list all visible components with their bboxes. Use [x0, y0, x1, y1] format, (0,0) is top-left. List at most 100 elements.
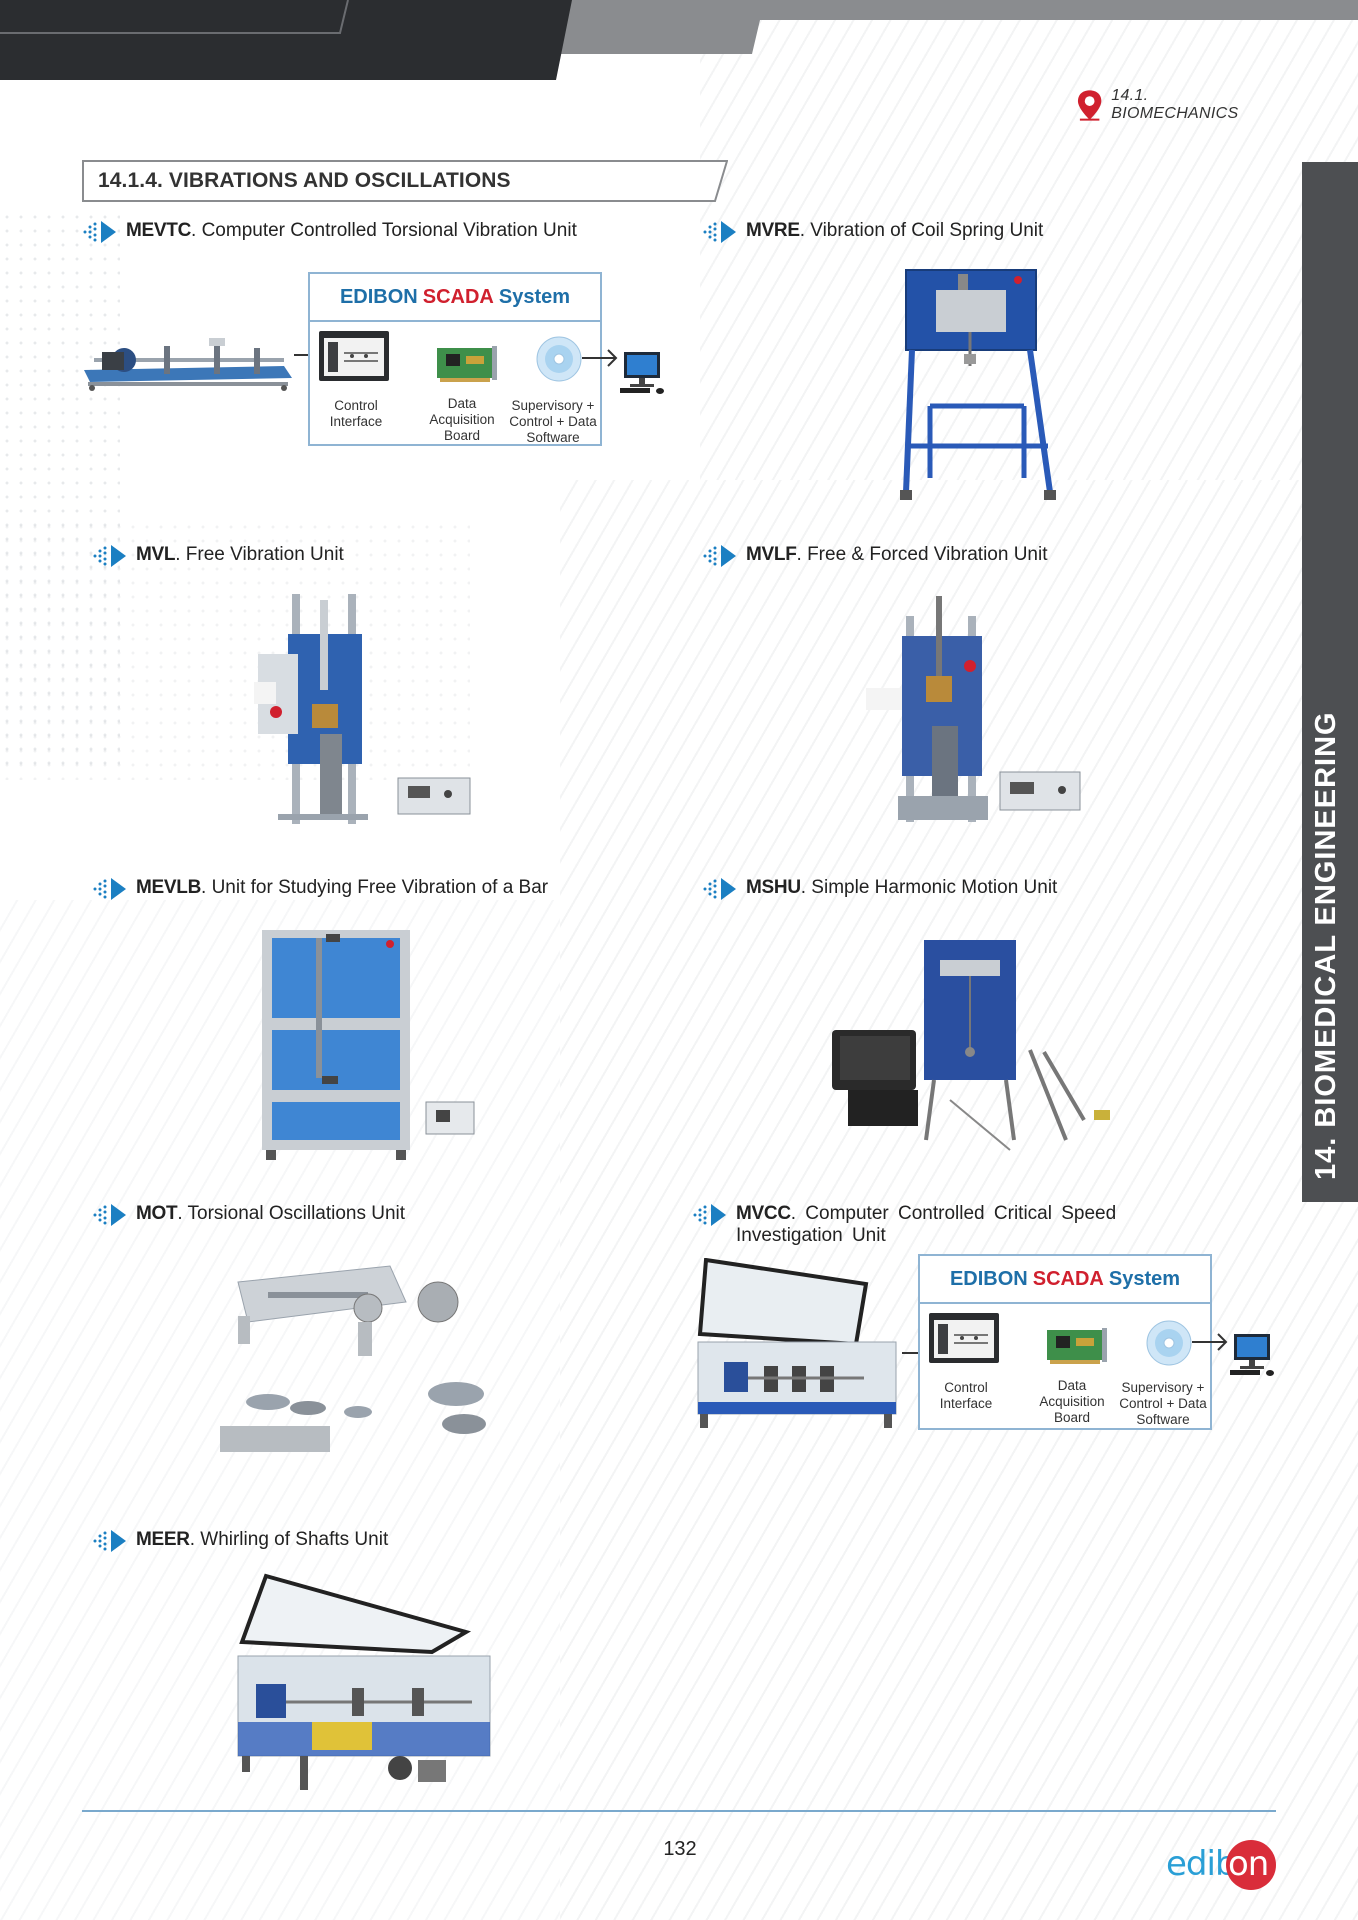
- arrow-bullet-icon: [693, 1204, 726, 1226]
- breadcrumb: 14.1. BIOMECHANICS: [1076, 87, 1276, 122]
- mevtc-product-image: [84, 338, 292, 391]
- product-heading-mvre: MVRE. Vibration of Coil Spring Unit: [702, 220, 1262, 244]
- product-desc: . Simple Harmonic Motion Unit: [800, 877, 1058, 898]
- product-code: MVCC: [736, 1203, 791, 1224]
- product-heading-mvcc: MVCC. Computer Controlled Critical Speed…: [692, 1203, 1232, 1247]
- edibon-logo: edib on: [1160, 1838, 1280, 1890]
- mshu-product-image: [832, 940, 1110, 1151]
- scada-title-system: System: [498, 285, 571, 308]
- scada-title-edibon: EDIBON: [339, 285, 418, 308]
- breadcrumb-text: 14.1. BIOMECHANICS: [1111, 87, 1239, 122]
- product-heading-mvl: MVL. Free Vibration Unit: [92, 544, 652, 568]
- background-dots-mid: [0, 520, 470, 780]
- connector-arrow-icon: [582, 349, 618, 367]
- label-line: Acquisition: [429, 412, 495, 427]
- software-cd-icon: [536, 336, 582, 382]
- meer-product-image: [237, 1573, 491, 1790]
- product-heading-mshu: MSHU. Simple Harmonic Motion Unit: [702, 877, 1262, 901]
- logo-circle: on: [1226, 1840, 1276, 1890]
- mevlb-product-image: [262, 930, 475, 1160]
- label-line: Interface: [939, 1396, 993, 1411]
- product-code: MVLF: [746, 544, 797, 565]
- page-number: 132: [663, 1838, 697, 1860]
- mvlf-product-image: [866, 596, 1081, 822]
- arrow-bullet-icon: [93, 1204, 126, 1226]
- arrow-bullet-icon: [703, 221, 736, 243]
- scada-title-scada: SCADA: [1032, 1267, 1104, 1290]
- software-cd-icon: [1146, 1320, 1192, 1366]
- product-code: MSHU: [746, 877, 801, 898]
- section-title: 14.1.4. VIBRATIONS AND OSCILLATIONS: [98, 169, 511, 192]
- product-desc: . Free & Forced Vibration Unit: [796, 544, 1048, 565]
- product-desc: . Torsional Oscillations Unit: [177, 1203, 406, 1224]
- background-dots-left: [0, 210, 120, 770]
- connector-line-mevtc: [294, 354, 310, 356]
- side-tab: [1302, 162, 1358, 1202]
- scada-title-edibon: EDIBON: [949, 1267, 1028, 1290]
- product-heading-mot: MOT. Torsional Oscillations Unit: [92, 1203, 652, 1227]
- arrow-bullet-icon: [93, 1530, 126, 1552]
- label-line: Board: [1053, 1410, 1091, 1425]
- label-line: Supervisory +: [511, 398, 595, 413]
- product-code: MVRE: [746, 220, 800, 241]
- label-line: Data: [447, 396, 477, 411]
- label-line: Board: [443, 428, 481, 443]
- label-line: Control + Data: [1119, 1396, 1207, 1411]
- label-line: Software: [526, 430, 580, 445]
- control-interface-icon: [319, 331, 389, 381]
- label-line: Control + Data: [509, 414, 597, 429]
- location-pin-icon: [1077, 90, 1102, 121]
- label-line: Software: [1136, 1412, 1190, 1427]
- arrow-bullet-icon: [83, 221, 116, 243]
- label-line: Acquisition: [1039, 1394, 1105, 1409]
- product-heading-meer: MEER. Whirling of Shafts Unit: [92, 1529, 652, 1553]
- label-line: Control: [334, 398, 378, 413]
- scada-title-scada: SCADA: [422, 285, 494, 308]
- logo-text-left: edib: [1166, 1844, 1237, 1884]
- computer-monitor-icon: [620, 352, 664, 394]
- connector-arrow-icon: [1192, 1333, 1228, 1351]
- mvl-product-image: [254, 594, 471, 824]
- product-desc: . Computer Controlled Critical Speed Inv…: [736, 1203, 1117, 1246]
- product-code: MVL: [136, 544, 176, 565]
- control-interface-icon: [929, 1313, 999, 1363]
- footer-divider: [82, 1810, 1276, 1812]
- mot-product-image: [220, 1265, 486, 1452]
- product-desc: . Whirling of Shafts Unit: [189, 1529, 389, 1550]
- product-code: MEVTC: [126, 220, 192, 241]
- product-desc: . Vibration of Coil Spring Unit: [799, 220, 1044, 241]
- arrow-bullet-icon: [93, 878, 126, 900]
- product-code: MEER: [136, 1529, 190, 1550]
- mvcc-product-image: [697, 1258, 897, 1428]
- product-code: MEVLB: [136, 877, 202, 898]
- data-acquisition-board-icon: [437, 346, 497, 382]
- arrow-bullet-icon: [93, 545, 126, 567]
- product-desc: . Unit for Studying Free Vibration of a …: [201, 877, 549, 898]
- section-title-box: 14.1.4. VIBRATIONS AND OSCILLATIONS: [82, 160, 728, 202]
- logo-text-right: on: [1228, 1844, 1269, 1884]
- product-heading-mevlb: MEVLB. Unit for Studying Free Vibration …: [92, 877, 652, 901]
- label-line: Control: [944, 1380, 988, 1395]
- header-band: [0, 0, 1358, 80]
- computer-monitor-icon: [1230, 1334, 1274, 1376]
- connector-line-mvcc: [902, 1352, 918, 1354]
- product-code: MOT: [136, 1203, 178, 1224]
- product-heading-mevtc: MEVTC. Computer Controlled Torsional Vib…: [82, 220, 662, 244]
- product-desc: . Computer Controlled Torsional Vibratio…: [191, 220, 577, 241]
- data-acquisition-board-icon: [1047, 1328, 1107, 1364]
- mvre-product-image: [900, 269, 1056, 500]
- product-heading-mvlf: MVLF. Free & Forced Vibration Unit: [702, 544, 1262, 568]
- arrow-bullet-icon: [703, 878, 736, 900]
- label-line: Supervisory +: [1121, 1380, 1205, 1395]
- arrow-bullet-icon: [703, 545, 736, 567]
